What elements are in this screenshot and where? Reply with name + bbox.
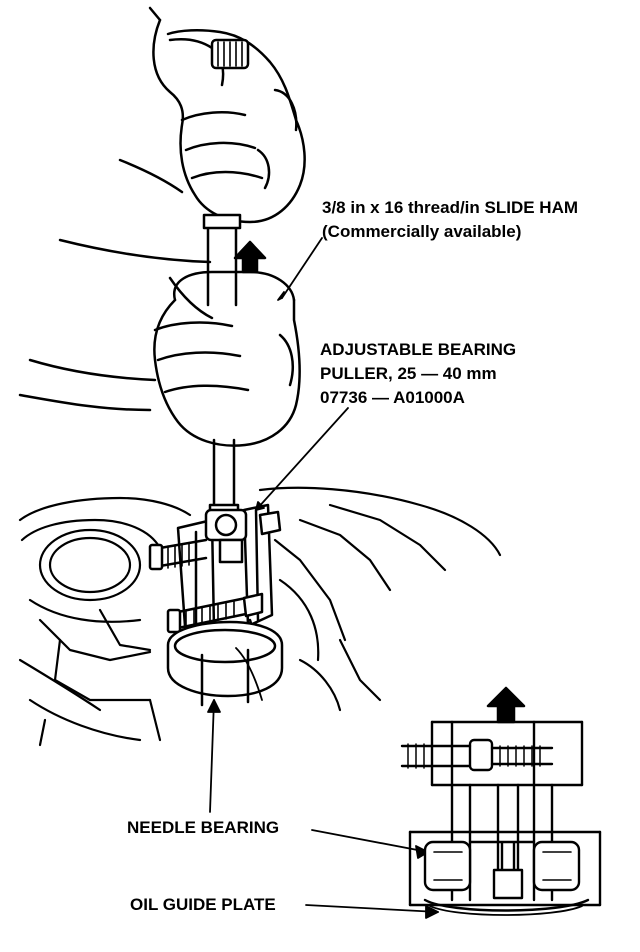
detail-view (400, 720, 602, 916)
puller-label-line1: ADJUSTABLE BEARING (320, 340, 517, 359)
up-arrow-detail (486, 686, 526, 724)
slide-hammer-knob (210, 38, 250, 70)
slide-hammer-label-line2: (Commercially available) (322, 222, 522, 241)
needle-bearing-main (166, 620, 284, 707)
puller-label-line3: 07736 — A01000A (320, 388, 465, 407)
slide-hammer-label-line1: 3/8 in x 16 thread/in SLIDE HAM (322, 198, 579, 217)
puller-label-line2: PULLER, 25 — 40 mm (320, 364, 497, 383)
leader-lines (207, 237, 439, 919)
upper-hand (58, 6, 306, 264)
transmission-case (18, 486, 502, 747)
lower-hand (18, 270, 301, 447)
bearing-puller (148, 503, 282, 650)
oil-guide-plate-label: OIL GUIDE PLATE (130, 895, 276, 914)
up-arrow-main (233, 240, 267, 274)
needle-bearing-label: NEEDLE BEARING (127, 818, 280, 837)
